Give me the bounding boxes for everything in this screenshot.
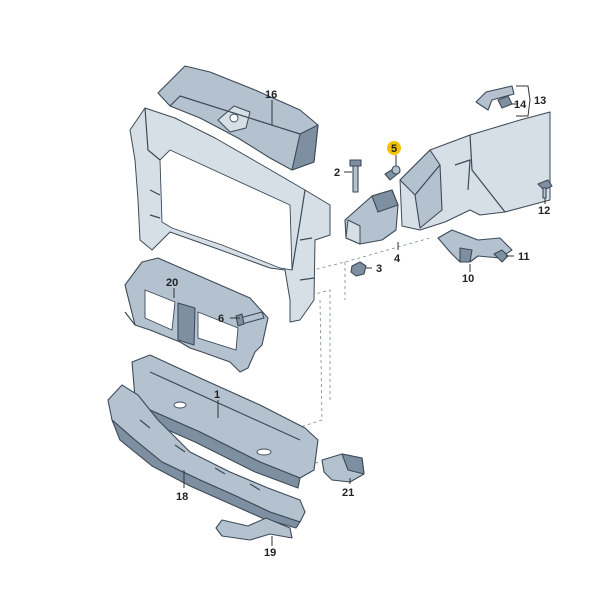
callout-labels: 16 2 5 3 4 6 20 1 18 19 21 10 11 12 13 1… xyxy=(166,89,550,559)
part-19-small-bracket xyxy=(215,517,293,541)
leader-lines xyxy=(173,85,546,546)
side-member xyxy=(399,111,551,231)
part-5-highlight-marker xyxy=(387,141,401,155)
callout-4: 4 xyxy=(394,253,401,265)
callout-5: 5 xyxy=(391,143,397,155)
radiator-support-frame xyxy=(129,107,331,323)
callout-1: 1 xyxy=(214,389,220,401)
part-3-nut xyxy=(350,261,367,277)
part-6-bolt xyxy=(235,311,265,327)
part-4-crash-box xyxy=(344,189,399,245)
callout-3: 3 xyxy=(376,263,382,275)
part-5-bolt xyxy=(384,165,401,181)
callout-10: 10 xyxy=(462,273,474,285)
callout-19: 19 xyxy=(264,547,276,559)
part-18-lower-absorber xyxy=(107,384,306,529)
callout-11: 11 xyxy=(518,251,530,263)
callout-18: 18 xyxy=(176,491,188,503)
callout-2: 2 xyxy=(334,167,340,179)
callout-16: 16 xyxy=(265,89,277,101)
callout-12: 12 xyxy=(538,205,550,217)
callout-13: 13 xyxy=(534,95,546,107)
callout-20: 20 xyxy=(166,277,178,289)
part-21-mount-bracket xyxy=(321,453,365,483)
callout-6: 6 xyxy=(218,313,224,325)
part-2-bolt xyxy=(349,159,362,193)
callout-14: 14 xyxy=(514,99,527,111)
part-20-lock-carrier xyxy=(124,257,269,373)
part-16-top-cover xyxy=(157,65,319,171)
part-12-bolt xyxy=(537,179,553,199)
part-14-clip-pair xyxy=(475,85,515,111)
callout-21: 21 xyxy=(342,487,354,499)
